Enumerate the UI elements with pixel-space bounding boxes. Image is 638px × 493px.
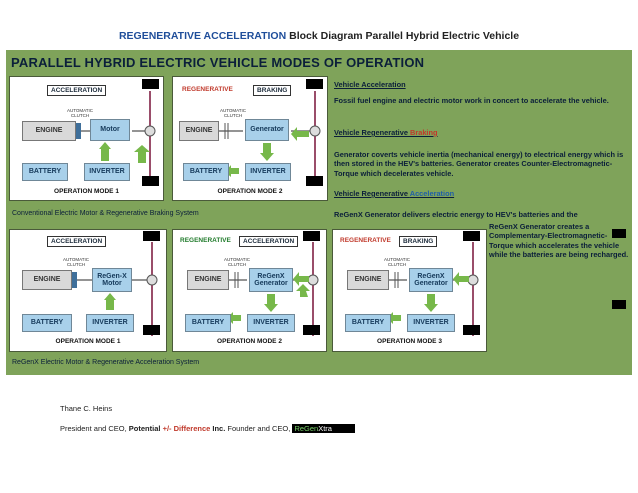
clutch-icon [76,123,81,139]
engine-box: ENGINE [22,270,72,290]
arrow-down-icon [264,294,278,312]
clutch-label: AUTOMATIC CLUTCH [219,108,247,118]
mode-label-braking: BRAKING [399,236,438,247]
document-title: REGENERATIVE ACCELERATION Block Diagram … [0,30,638,42]
panel-top-mode1-drawing [76,91,156,185]
regenxtra-brand: ReGenXtra [292,424,355,433]
arrow-left-icon [453,272,469,286]
motor-box: Motor [90,119,130,141]
panel-top-mode1: ACCELERATION AUTOMATIC CLUTCH ENGINE Mot… [9,76,164,201]
regenx-motor-box: ReGen-X Motor [92,268,132,292]
mode-1-label: OPERATION MODE 1 [54,188,119,195]
mode-1-label: OPERATION MODE 1 [55,338,121,345]
clutch-label: AUTOMATIC CLUTCH [66,108,94,118]
arrow-down-icon [260,143,274,161]
engine-box: ENGINE [22,121,76,141]
wheel-top [612,229,626,238]
regenx-generator-box: ReGenX Generator [409,268,453,292]
wheel-top [463,231,480,241]
inverter-box: INVERTER [245,163,291,181]
wheel-bottom [142,176,159,186]
clutch-label: AUTOMATIC CLUTCH [383,257,411,267]
mode-label-acceleration: ACCELERATION [239,236,299,247]
mode-2-label: OPERATION MODE 2 [217,188,283,195]
wheel-top [143,231,160,241]
panel-bottom-mode1-drawing [72,242,158,336]
engine-box: ENGINE [179,121,219,141]
poster-title: PARALLEL HYBRID ELECTRIC VEHICLE MODES O… [11,55,425,70]
inverter-box: INVERTER [84,163,130,181]
inverter-box: INVERTER [407,314,455,332]
generator-box: Generator [245,119,289,141]
text-vehicle-acceleration: Fossil fuel engine and electric motor wo… [334,96,609,105]
clutch-label: AUTOMATIC CLUTCH [62,257,90,267]
mode-2-label: OPERATION MODE 2 [217,338,282,345]
wheel-bottom [306,176,323,186]
author-name: Thane C. Heins [60,404,113,413]
title-rest: Block Diagram Parallel Hybrid Electric V… [286,30,520,42]
text-regenerative-braking: Generator coverts vehicle inertia (mecha… [334,150,624,178]
battery-box: BATTERY [345,314,391,332]
clutch-label: AUTOMATIC CLUTCH [223,257,251,267]
mode-label-regenerative: REGENERATIVE [180,237,231,244]
arrow-left-icon [291,127,309,141]
text-regenx-generator: ReGenX Generator creates a Complementary… [489,222,629,259]
wheel-bottom [463,325,480,335]
panel-top-mode2: REGENERATIVE BRAKING AUTOMATIC CLUTCH EN… [172,76,328,201]
wheel-top [303,231,320,241]
mode-label-acceleration: ACCELERATION [47,236,107,247]
heading-regenerative-braking: Vehicle Regenerative Braking [334,128,438,137]
battery-box: BATTERY [185,314,231,332]
arrow-up-icon [104,293,116,310]
arrow-up-icon [296,284,310,297]
heading-regenerative-acceleration: Vehicle Regenerative Acceleration [334,189,455,198]
heading-vehicle-acceleration: Vehicle Acceleration [334,80,406,89]
battery-box: BATTERY [22,314,72,332]
mode-label-regenerative: REGENERATIVE [182,86,233,93]
arrow-down-icon [424,294,438,312]
engine-box: ENGINE [347,270,389,290]
inverter-box: INVERTER [247,314,295,332]
wheel-top [306,79,323,89]
mode-label-acceleration: ACCELERATION [47,85,107,96]
arrow-up-icon [134,145,150,163]
panel-bottom-mode2: REGENERATIVE ACCELERATION AUTOMATIC CLUT… [172,229,327,352]
arrow-left-icon [293,272,309,286]
engine-box: ENGINE [187,270,229,290]
clutch-icon [72,272,77,288]
regenx-generator-box: ReGenX Generator [249,268,293,292]
panel-bottom-mode1: ACCELERATION AUTOMATIC CLUTCH ENGINE ReG… [9,229,167,352]
mode-label-braking: BRAKING [253,85,292,96]
mode-3-label: OPERATION MODE 3 [377,338,442,345]
battery-box: BATTERY [183,163,229,181]
caption-conventional-system: Conventional Electric Motor & Regenerati… [12,210,199,217]
arrow-up-icon [99,142,111,161]
wheel-bottom [143,325,160,335]
mode-label-regenerative: REGENERATIVE [340,237,391,244]
inverter-box: INVERTER [86,314,134,332]
wheel-bottom [303,325,320,335]
title-highlight: REGENERATIVE ACCELERATION [118,30,287,42]
wheel-top [142,79,159,89]
text-regenx-intro: ReGenX Generator delivers electric energ… [334,210,578,219]
author-credits: President and CEO, Potential +/- Differe… [60,424,355,433]
panel-bottom-mode3: REGENERATIVE BRAKING AUTOMATIC CLUTCH EN… [332,229,487,352]
wheel-bottom [612,300,626,309]
battery-box: BATTERY [22,163,68,181]
caption-regenx-system: ReGenX Electric Motor & Regenerative Acc… [12,359,200,366]
